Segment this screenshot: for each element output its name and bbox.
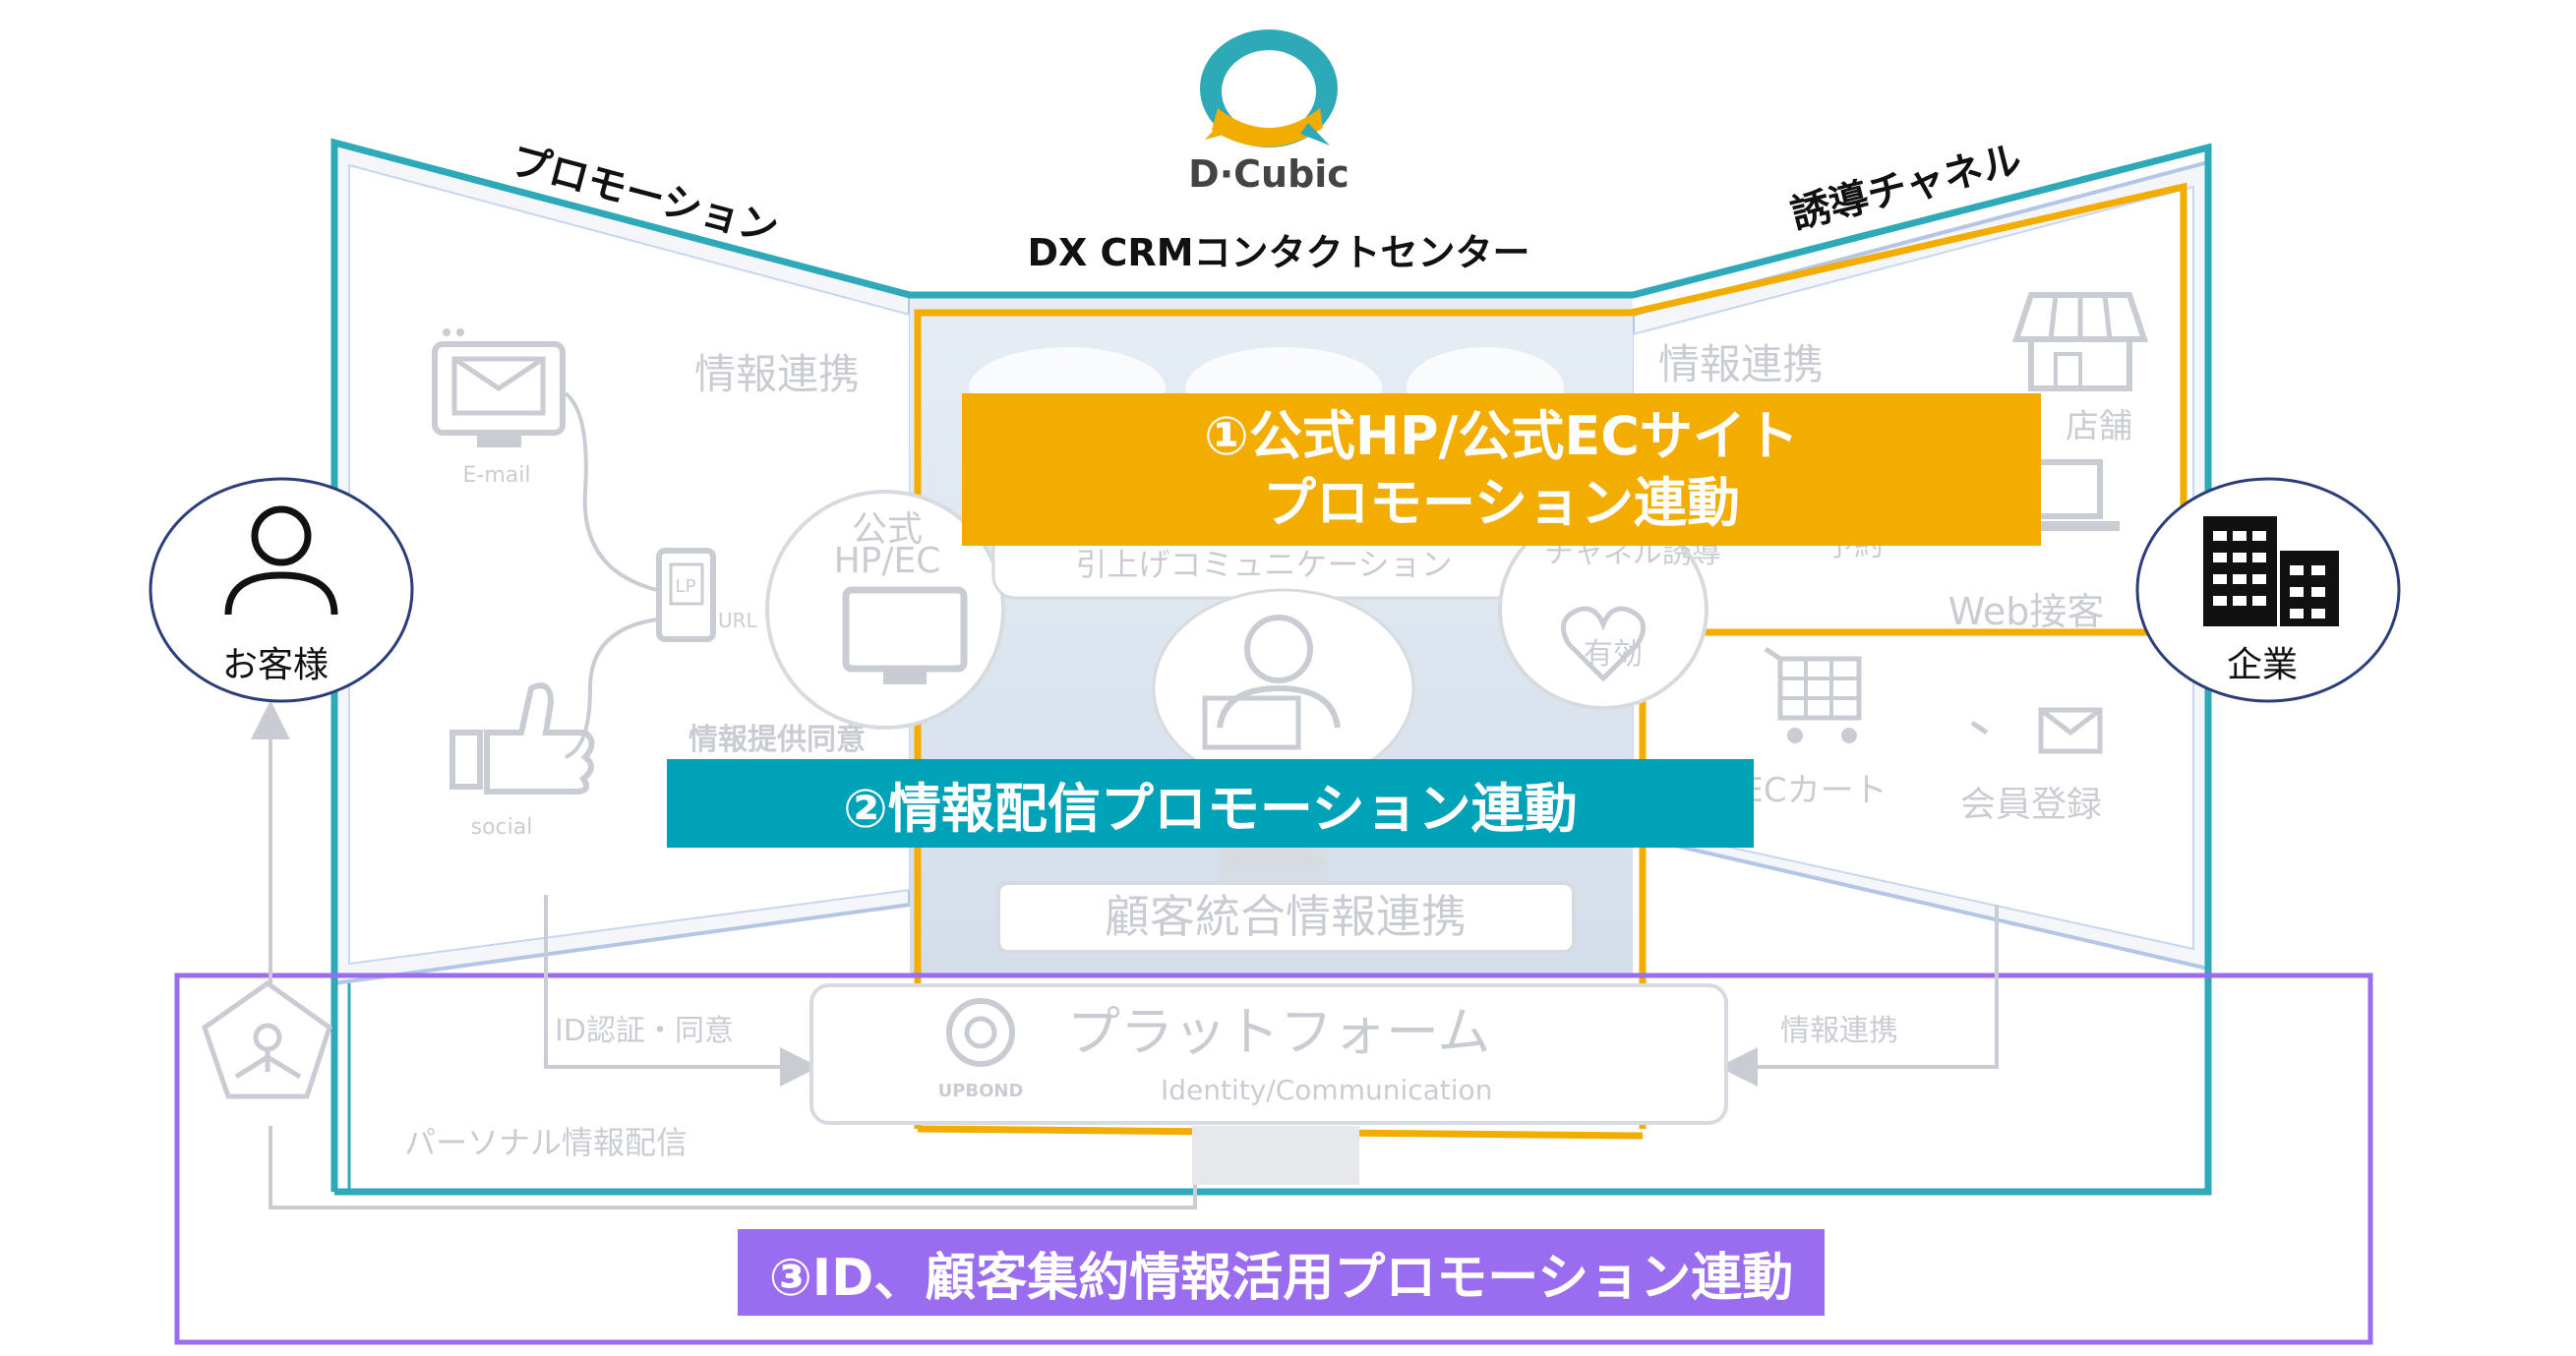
banner-1-line-2: プロモーション連動 bbox=[1263, 471, 1740, 534]
pentagon-icon bbox=[202, 979, 332, 1099]
web-service-label: Web接客 bbox=[1948, 590, 2105, 633]
logo-icon bbox=[1200, 29, 1338, 147]
company-node bbox=[2135, 477, 2401, 703]
like-icon bbox=[449, 682, 595, 795]
ec-cart-label: ECカート bbox=[1742, 771, 1887, 810]
mail-icon bbox=[1970, 707, 2103, 754]
building-icon bbox=[2203, 516, 2339, 626]
cart-icon bbox=[1764, 646, 1862, 743]
store-icon bbox=[2011, 292, 2149, 391]
platform-title: プラットフォーム bbox=[1067, 1001, 1490, 1063]
customer-info-box bbox=[996, 881, 1576, 954]
banner-2-text: ②情報配信プロモーション連動 bbox=[843, 777, 1578, 840]
customer-node bbox=[149, 477, 414, 703]
banner-2: ②情報配信プロモーション連動 bbox=[667, 759, 1754, 848]
heart-icon bbox=[1560, 606, 1647, 682]
customer-info-text: 顧客統合情報連携 bbox=[1105, 890, 1467, 943]
banner-1: ①公式HP/公式ECサイト プロモーション連動 bbox=[962, 393, 2041, 546]
platform-box bbox=[809, 983, 1728, 1125]
banner-3-text: ③ID、顧客集約情報活用プロモーション連動 bbox=[768, 1248, 1794, 1308]
customer-label: お客様 bbox=[222, 645, 329, 685]
logo-text: D·Cubic bbox=[1188, 152, 1349, 196]
platform-info-link: 情報連携 bbox=[1780, 1014, 1898, 1048]
right-info-link: 情報連携 bbox=[1658, 340, 1824, 388]
phone-icon bbox=[656, 548, 716, 642]
member-reg-label: 会員登録 bbox=[1960, 785, 2102, 825]
hp-ec-label-2: HP/EC bbox=[834, 541, 941, 581]
right-wing-panel bbox=[1631, 159, 2210, 972]
page-title: DX CRMコンタクトセンター bbox=[1027, 231, 1529, 274]
platform-subtitle: Identity/Communication bbox=[1161, 1074, 1492, 1106]
purple-frame bbox=[174, 973, 2373, 1345]
url-label: URL bbox=[718, 609, 758, 632]
email-icon bbox=[432, 328, 566, 447]
company-label: 企業 bbox=[2227, 645, 2298, 685]
store-label: 店舗 bbox=[2066, 407, 2132, 446]
banner-3: ③ID、顧客集約情報活用プロモーション連動 bbox=[738, 1229, 1825, 1316]
person-icon bbox=[224, 505, 338, 616]
id-auth-label: ID認証・同意 bbox=[555, 1014, 734, 1048]
personal-label: パーソナル情報配信 bbox=[404, 1124, 688, 1161]
banner-1-line-1: ①公式HP/公式ECサイト bbox=[1204, 404, 1799, 467]
email-label: E-mail bbox=[463, 463, 531, 488]
upbond-label: UPBOND bbox=[938, 1081, 1024, 1101]
pill-text: 引上げコミュニケーション bbox=[1075, 546, 1452, 583]
upbond-icon bbox=[946, 998, 1015, 1067]
right-bubble-sub: 有効 bbox=[1584, 637, 1643, 672]
monitor-icon bbox=[842, 586, 968, 684]
left-info-link: 情報連携 bbox=[694, 350, 860, 398]
hp-ec-label-1: 公式 bbox=[852, 509, 923, 550]
social-label: social bbox=[471, 815, 533, 840]
operator-icon bbox=[1202, 615, 1341, 750]
teal-outline bbox=[330, 138, 2212, 1196]
lp-label: LP bbox=[676, 576, 696, 597]
consent-label: 情報提供同意 bbox=[689, 723, 866, 757]
